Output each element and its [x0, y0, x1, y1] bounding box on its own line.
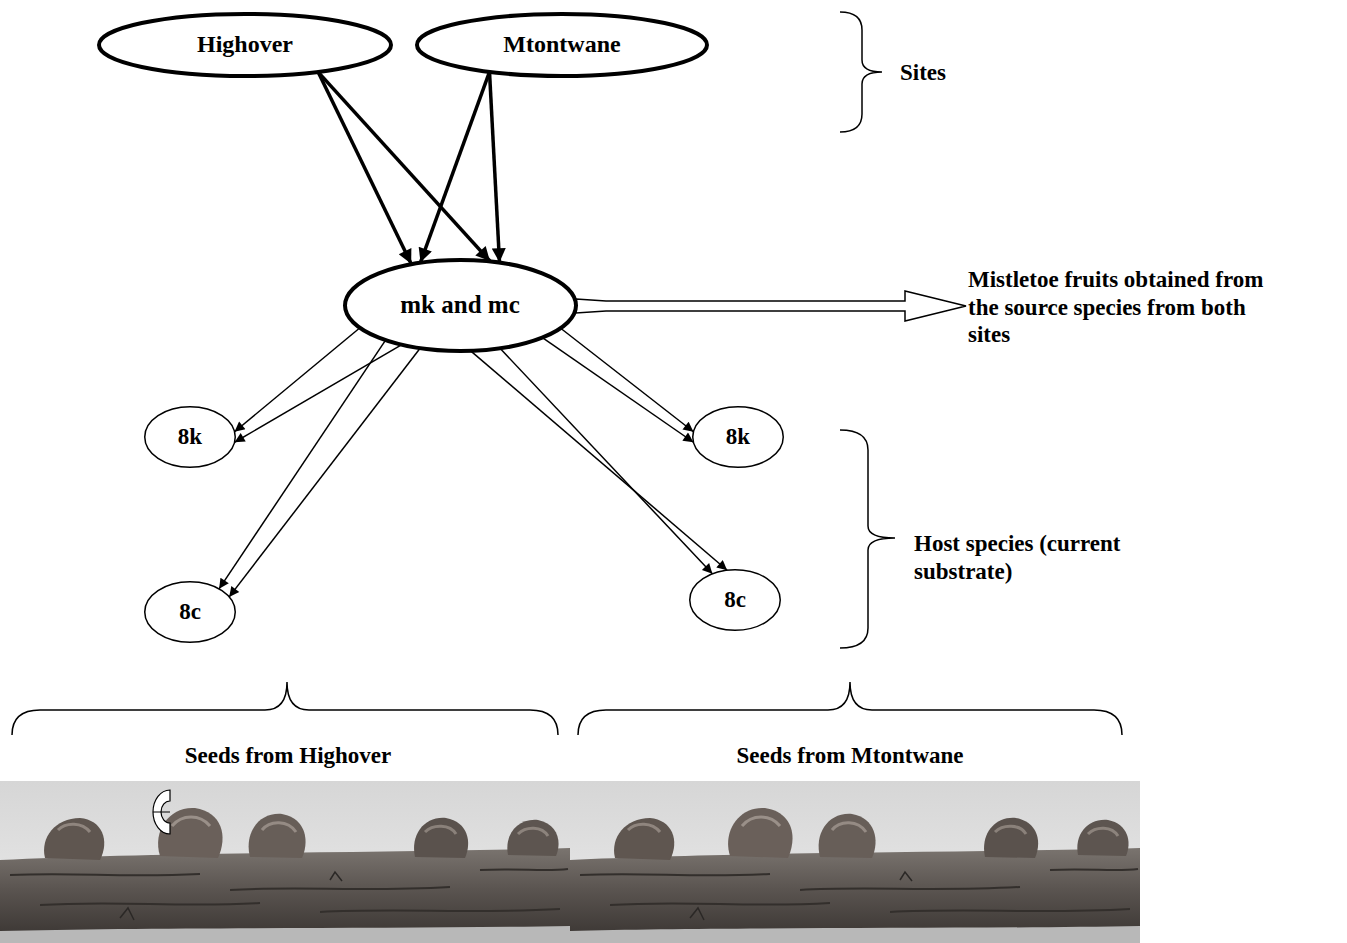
node-text: 8c — [179, 599, 201, 625]
group-label: Host species (current substrate) — [914, 530, 1204, 585]
connector-arrow — [318, 72, 490, 261]
source-ellipse: mk and mc — [343, 258, 578, 353]
connector-arrow — [560, 328, 693, 432]
site-ellipse: Mtontwane — [415, 12, 709, 78]
connector-arrow — [219, 340, 386, 589]
site-ellipse: Highover — [97, 12, 393, 78]
connector-arrow — [500, 348, 713, 574]
seed-photo — [0, 781, 570, 943]
connector-arrow — [235, 344, 403, 442]
host-circle: 8k — [144, 406, 236, 468]
group-label: Seeds from Highover — [88, 742, 488, 770]
connector-arrow — [542, 337, 694, 442]
connector-arrow — [490, 72, 500, 262]
connector-arrow — [229, 348, 420, 597]
connector-arrow — [318, 72, 411, 264]
connector-arrow — [420, 72, 489, 262]
group-label: Seeds from Mtontwane — [650, 742, 1050, 770]
orientation-symbol — [153, 812, 170, 813]
host-circle: 8c — [144, 581, 236, 643]
node-text: Mtontwane — [503, 31, 620, 59]
brace — [12, 682, 558, 735]
node-text: 8k — [178, 424, 202, 450]
node-text: 8c — [724, 587, 746, 613]
node-text: Highover — [197, 31, 293, 59]
group-label: Sites — [900, 59, 1020, 87]
host-circle: 8c — [689, 569, 781, 631]
node-text: 8k — [726, 424, 750, 450]
open-arrow — [576, 291, 966, 321]
annotation: Mistletoe fruits obtained from the sourc… — [968, 266, 1288, 349]
bracket — [840, 430, 895, 648]
host-circle: 8k — [692, 406, 784, 468]
connector-arrow — [470, 350, 727, 570]
node-text: mk and mc — [400, 291, 519, 320]
brace — [578, 682, 1122, 735]
seed-photo — [570, 781, 1140, 943]
bracket — [840, 12, 882, 132]
orientation-symbol — [153, 790, 170, 834]
